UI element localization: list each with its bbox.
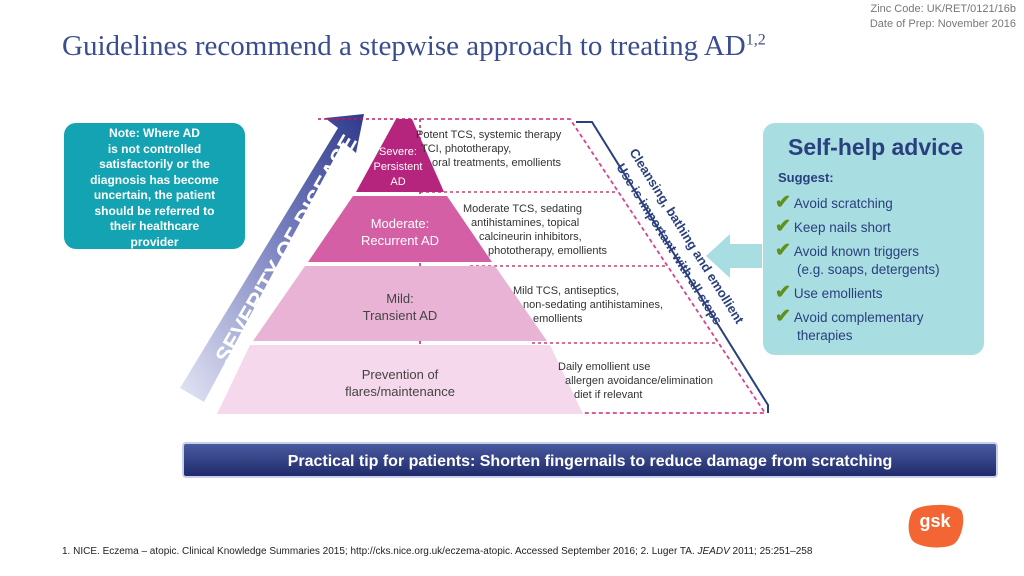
tier-label-mild: Mild: Transient AD: [340, 290, 460, 324]
advice-text: Use emollients: [793, 286, 883, 301]
tier-label-line: Transient AD: [362, 308, 438, 323]
tier-desc-line: oral treatments, emollients: [432, 157, 561, 169]
pyramid-tier-prevention: [217, 345, 583, 414]
tier-desc-line: phototherapy, emollients: [488, 245, 608, 257]
tier-desc-line: diet if relevant: [574, 389, 643, 401]
note-line: their healthcare: [109, 219, 200, 233]
tier-desc-line: Mild TCS, antiseptics,: [513, 285, 620, 297]
advice-text: Keep nails short: [793, 220, 891, 235]
pyramid-tier-moderate: [308, 196, 492, 262]
self-help-title: Self-help advice: [788, 134, 964, 160]
gsk-logo-shape: [908, 504, 964, 548]
note-line: uncertain, the patient: [93, 188, 216, 202]
note-line: Note: Where AD: [109, 126, 200, 140]
advice-item: ✔Avoid complementary therapies: [775, 306, 924, 345]
advice-item: ✔Keep nails short: [775, 216, 891, 237]
suggest-label: Suggest:: [778, 170, 834, 185]
tier-desc-line: emollients: [533, 313, 583, 325]
note-line: diagnosis has become: [90, 172, 219, 187]
tier-desc-line: Moderate TCS, sedating: [463, 203, 583, 215]
tier-label-line: flares/maintenance: [345, 384, 455, 399]
severity-arrow: [180, 114, 364, 402]
advice-text: Avoid known triggers: [793, 244, 919, 259]
self-help-box: Self-help advice Suggest: ✔Avoid scratch…: [763, 123, 984, 355]
advice-text: (e.g. soaps, detergents): [797, 262, 940, 277]
tier-label-line: Severe:: [379, 146, 417, 158]
steps-bracket: [576, 121, 769, 413]
page-title: Guidelines recommend a stepwise approach…: [62, 30, 766, 63]
note-line: is not controlled: [107, 141, 202, 156]
reference-text-end: 2011; 25:251–258: [729, 546, 813, 557]
tier-desc-line: allergen avoidance/elimination: [565, 375, 713, 387]
note-line: should be referred to: [94, 203, 215, 218]
tier-desc-line: antihistamines, topical: [471, 217, 580, 229]
advice-text: Avoid complementary: [793, 310, 924, 325]
reference-text: 1. NICE. Eczema – atopic. Clinical Knowl…: [62, 546, 698, 557]
tier-desc-line: non-sedating antihistamines,: [523, 299, 664, 311]
gsk-logo-text: gsk: [919, 511, 951, 531]
references: 1. NICE. Eczema – atopic. Clinical Knowl…: [62, 546, 812, 557]
zinc-code: Zinc Code: UK/RET/0121/16b: [870, 3, 1016, 15]
tier-label-severe: Severe: Persistent AD: [365, 145, 431, 190]
tier-label-line: Prevention of: [361, 367, 439, 382]
tier-desc-mild: Mild TCS, antiseptics, non-sedating anti…: [513, 284, 663, 326]
tier-desc-severe: Potent TCS, systemic therapy TCI, photot…: [412, 128, 561, 170]
pyramid-tier-severe: [356, 119, 444, 192]
note-line: provider: [130, 234, 179, 249]
advice-text: therapies: [797, 328, 853, 343]
tier-label-line: Persistent: [373, 161, 423, 173]
self-help-pointer-arrow: [706, 234, 762, 278]
checkmark-icon: ✔: [775, 216, 791, 237]
referral-note-box: Note: Where AD is not controlled satisfa…: [64, 123, 245, 249]
checkmark-icon: ✔: [775, 282, 791, 303]
tier-label-line: AD: [390, 176, 406, 188]
title-superscript: 1,2: [745, 31, 766, 49]
reference-journal: JEADV: [697, 546, 730, 557]
tier-desc-line: Daily emollient use: [558, 361, 651, 373]
advice-item: ✔Avoid scratching: [775, 192, 893, 213]
tier-desc-line: TCI, phototherapy,: [421, 143, 512, 155]
tier-desc-prevention: Daily emollient use allergen avoidance/e…: [558, 360, 713, 402]
tier-label-moderate: Moderate: Recurrent AD: [340, 215, 460, 249]
pyramid-tier-mild: [253, 266, 547, 341]
advice-item: ✔Avoid known triggers (e.g. soaps, deter…: [775, 240, 940, 279]
advice-item: ✔Use emollients: [775, 282, 883, 303]
tier-label-line: Recurrent AD: [360, 233, 440, 248]
dashed-outline-mid: [420, 118, 767, 414]
title-text: Guidelines recommend a stepwise approach…: [62, 30, 746, 62]
checkmark-icon: ✔: [775, 306, 791, 327]
tier-label-line: Moderate:: [370, 216, 430, 231]
practical-tip-banner: Practical tip for patients: Shorten fing…: [182, 442, 998, 478]
tier-desc-line: Potent TCS, systemic therapy: [416, 129, 562, 141]
note-line: satisfactorily or the: [99, 157, 210, 171]
checkmark-icon: ✔: [775, 192, 791, 213]
tier-label-prevention: Prevention of flares/maintenance: [320, 366, 480, 400]
date-of-prep: Date of Prep: November 2016: [869, 18, 1016, 30]
checkmark-icon: ✔: [775, 240, 791, 261]
tier-label-line: Mild:: [386, 291, 414, 306]
gsk-logo: gsk: [906, 502, 964, 548]
tier-desc-moderate: Moderate TCS, sedating antihistamines, t…: [463, 202, 607, 258]
document-code: Zinc Code: UK/RET/0121/16b Date of Prep:…: [870, 2, 1016, 32]
tier-desc-line: calcineurin inhibitors,: [479, 231, 582, 243]
advice-text: Avoid scratching: [793, 196, 893, 211]
